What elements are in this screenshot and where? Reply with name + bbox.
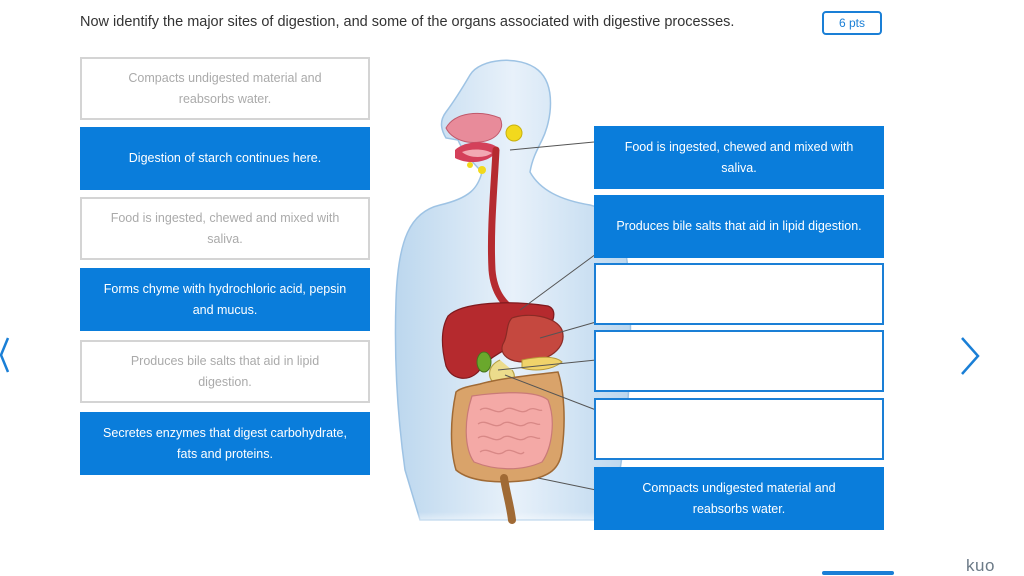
question-text: Now identify the major sites of digestio… — [80, 14, 735, 30]
drop-slot-empty[interactable] — [594, 330, 884, 392]
rectum-organ — [500, 474, 516, 524]
drop-slot-filled[interactable]: Produces bile salts that aid in lipid di… — [594, 195, 884, 258]
drop-slot-empty[interactable] — [594, 398, 884, 460]
small-intestine-organ — [465, 392, 553, 470]
brand-logo: kuo — [966, 556, 995, 575]
small-intestine-loops — [477, 407, 543, 455]
drop-slot-empty[interactable] — [594, 263, 884, 325]
answer-card-draggable[interactable]: Forms chyme with hydrochloric acid, peps… — [80, 268, 370, 331]
chevron-left-icon[interactable] — [0, 336, 10, 374]
answer-card-placed: Compacts undigested material and reabsor… — [80, 57, 370, 120]
chevron-right-icon[interactable] — [958, 336, 984, 376]
answer-card-placed: Food is ingested, chewed and mixed with … — [80, 197, 370, 260]
points-badge: 6 pts — [822, 11, 882, 35]
submit-button-edge[interactable] — [822, 571, 894, 575]
gallbladder-organ — [476, 351, 492, 373]
answer-card-placed: Produces bile salts that aid in lipid di… — [80, 340, 370, 403]
drop-slot-filled[interactable]: Compacts undigested material and reabsor… — [594, 467, 884, 530]
answer-card-draggable[interactable]: Secretes enzymes that digest carbohydrat… — [80, 412, 370, 475]
mouth-organ — [445, 112, 523, 174]
drop-slot-filled[interactable]: Food is ingested, chewed and mixed with … — [594, 126, 884, 189]
answer-card-draggable[interactable]: Digestion of starch continues here. — [80, 127, 370, 190]
leader-lines — [497, 141, 597, 491]
